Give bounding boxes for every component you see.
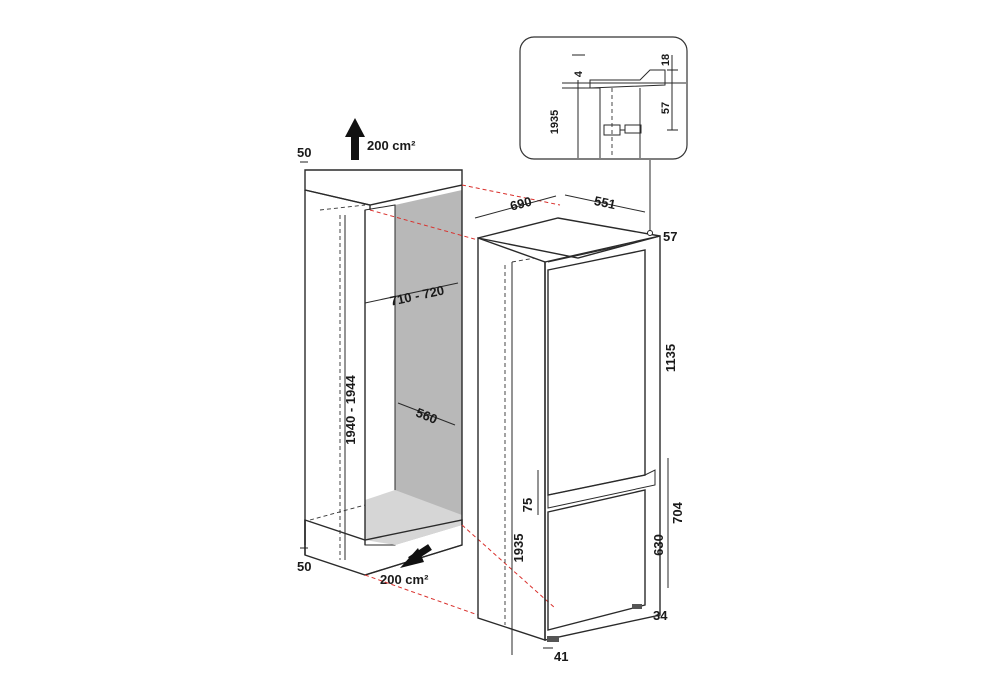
fridge-door-label: 1135 (663, 344, 678, 372)
freezer-door-label: 630 (651, 534, 666, 556)
bottom-gap-label: 34 (653, 608, 668, 623)
gap-top-label: 50 (297, 145, 311, 160)
appliance-foot (547, 636, 559, 642)
vent-top-label: 200 cm² (367, 138, 416, 153)
appliance-depth-total-label: 690 (508, 194, 533, 214)
fridge-door (547, 249, 646, 496)
detail-dim-18: 18 (660, 54, 672, 66)
gap-bottom-label: 50 (297, 559, 311, 574)
top-offset-label: 57 (663, 229, 677, 244)
vent-arrow-in-icon (400, 544, 432, 568)
detail-frame (519, 36, 688, 160)
niche-floor (365, 490, 462, 545)
detail-dim-4: 4 (573, 70, 585, 77)
appliance-depth-label: 551 (593, 193, 617, 212)
detail-inset: 4 18 57 1935 (519, 36, 688, 160)
appliance-height-label: 1935 (511, 534, 526, 563)
freezer-door-outer-label: 704 (670, 501, 685, 523)
niche-top-panel (304, 169, 463, 206)
alignment-lines (364, 184, 561, 616)
detail-dim-57: 57 (660, 102, 672, 114)
vent-arrow-up-icon (345, 118, 365, 160)
detail-dim-1935: 1935 (549, 110, 561, 134)
niche-cabinet (304, 169, 463, 576)
door-gap-label: 75 (520, 498, 535, 512)
fridge-appliance (477, 126, 661, 642)
foot-offset-label: 41 (554, 649, 568, 664)
vent-bottom-label: 200 cm² (380, 572, 429, 587)
niche-back-wall (395, 190, 462, 545)
freezer-door (547, 489, 646, 631)
niche-height-label: 1940 - 1944 (343, 375, 358, 445)
